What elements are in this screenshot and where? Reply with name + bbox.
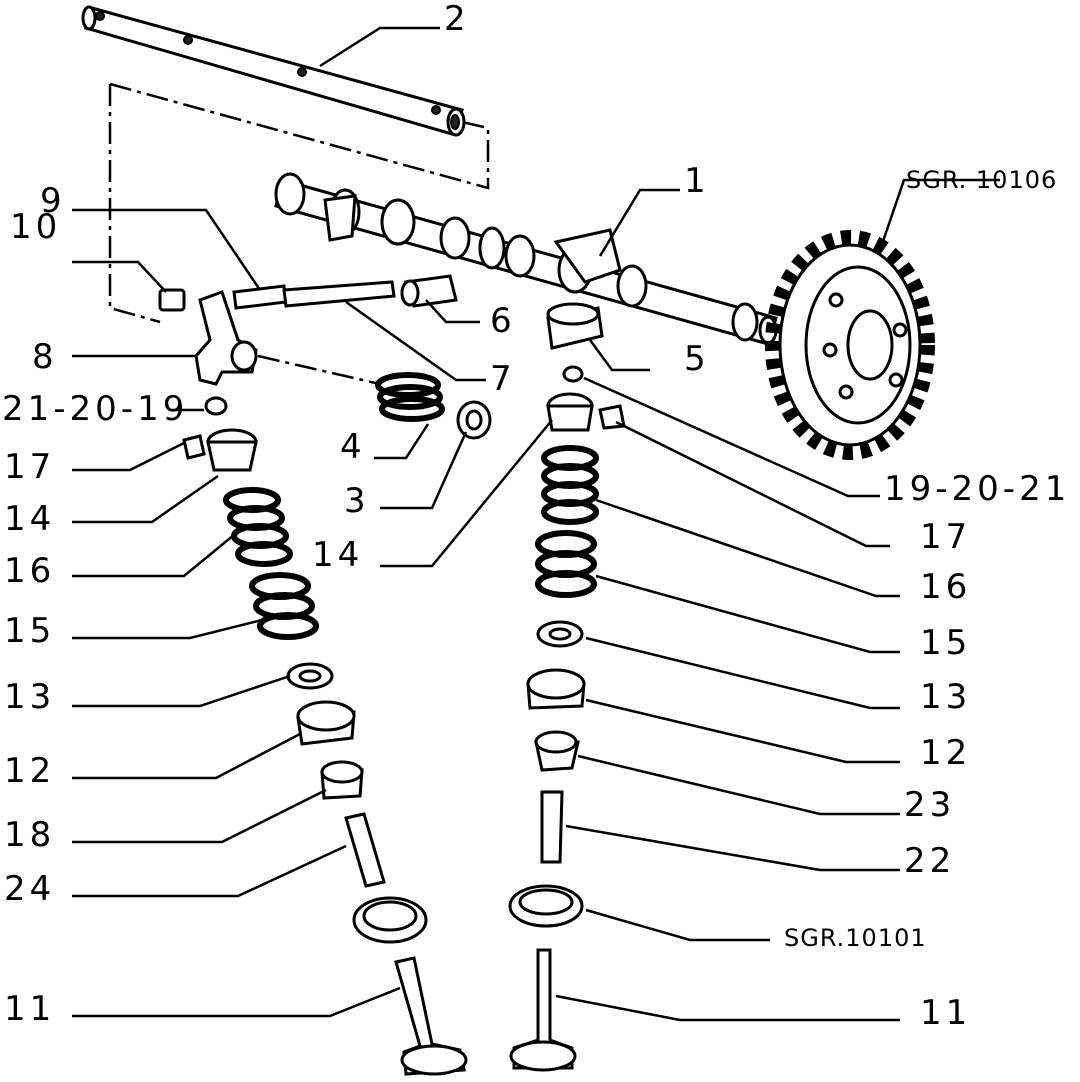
guide-22: [540, 790, 564, 864]
spring-15-left: [249, 572, 319, 640]
rocker-axis-line: [257, 354, 381, 386]
push-rod: [282, 280, 396, 308]
label-14-left: 14: [4, 499, 55, 539]
valve-11-left-head: [400, 1044, 468, 1076]
cotter-left: [182, 434, 206, 460]
label-12-right: 12: [920, 733, 971, 773]
gear-reference: SGR. 10106: [906, 166, 1057, 194]
rocker-arm: [194, 290, 258, 386]
label-8: 8: [32, 337, 58, 377]
shim-left: [204, 396, 228, 416]
label-21-20-19: 21-20-19: [2, 389, 188, 429]
shim-right: [562, 365, 584, 383]
valve-seat-right-inner: [518, 888, 574, 916]
label-11-left: 11: [4, 989, 55, 1029]
seal-23-top: [534, 730, 578, 754]
locknut: [158, 288, 186, 312]
camshaft: [274, 172, 778, 346]
label-2: 2: [444, 0, 470, 39]
label-9: 9: [40, 181, 66, 221]
label-15-left: 15: [4, 611, 55, 651]
valve-seat-left-inner: [362, 900, 418, 932]
label-18: 18: [4, 815, 55, 855]
leader-lines: [72, 26, 1000, 1022]
label-3: 3: [344, 481, 370, 521]
label-10: 10: [10, 207, 61, 247]
washer-13-right-hole: [548, 627, 572, 641]
label-19-20-21: 19-20-21: [884, 469, 1070, 509]
seat-12-right-top: [526, 668, 586, 700]
washer-3-hole: [465, 409, 483, 431]
seat-reference: SGR.10101: [784, 924, 927, 952]
label-13-left: 13: [4, 677, 55, 717]
label-14-mid: 14: [312, 535, 363, 575]
spring-16-left: [223, 487, 293, 567]
timing-gear: [765, 230, 935, 460]
label-24: 24: [4, 869, 55, 909]
bucket-tappet-5-top: [546, 302, 600, 326]
label-16-left: 16: [4, 551, 55, 591]
washer-13-left-hole: [298, 669, 322, 683]
spring-15-right: [535, 530, 597, 598]
label-1: 1: [684, 161, 710, 201]
label-23: 23: [904, 785, 955, 825]
label-16-right: 16: [920, 567, 971, 607]
seat-12-left-top: [296, 700, 356, 732]
label-5: 5: [684, 339, 710, 379]
retainer-left: [206, 440, 258, 472]
shaft-axis-line: [108, 84, 161, 324]
label-17-left: 17: [4, 447, 55, 487]
rocker-spring-4: [375, 372, 445, 422]
valve-11-right-head: [509, 1040, 577, 1072]
label-13-right: 13: [920, 677, 971, 717]
label-11-right: 11: [920, 993, 971, 1033]
guide-24: [344, 812, 386, 888]
label-6: 6: [490, 301, 516, 341]
label-12-left: 12: [4, 751, 55, 791]
label-7: 7: [490, 359, 516, 399]
shaft-bracket-line: [109, 82, 490, 190]
rocker-shaft: [81, 5, 466, 137]
spring-16-right: [541, 445, 599, 525]
label-15-right: 15: [920, 623, 971, 663]
tappet-6-top: [400, 279, 420, 307]
label-17-right: 17: [920, 517, 971, 557]
label-4: 4: [340, 427, 366, 467]
seal-18-top: [320, 760, 364, 784]
label-22: 22: [904, 841, 955, 881]
retainer-right: [546, 404, 594, 432]
